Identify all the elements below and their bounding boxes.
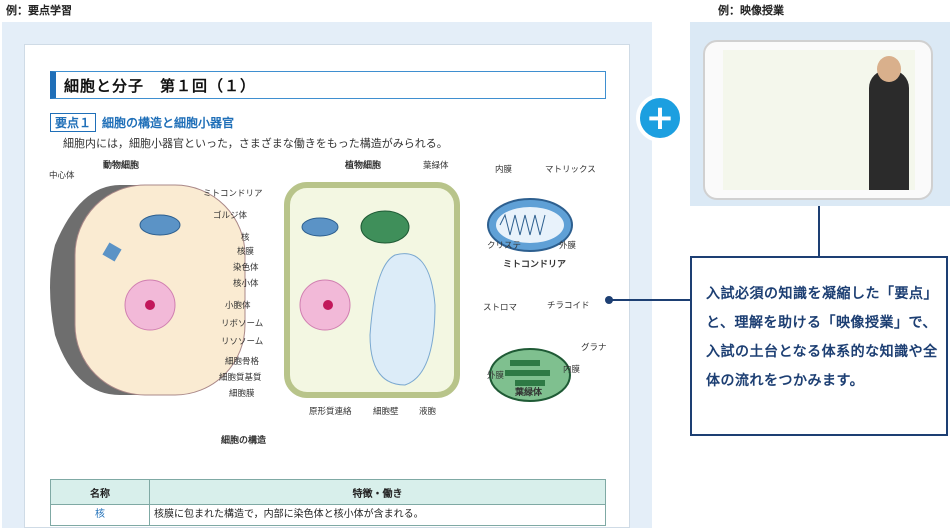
lead-text: 細胞内には，細胞小器官といった，さまざまな働きをもった構造がみられる。 [63,137,448,150]
chloro-inner-label: 内膜 [563,365,581,375]
teacher-head [877,56,901,82]
chloro-outer-label: 外膜 [487,371,505,381]
label-chloroplast: 葉緑体 [423,161,449,171]
table-header-name: 名称 [50,479,150,505]
label-cytoskeleton: 細胞骨格 [225,357,260,367]
table-row: 核 核膜に包まれた構造で，内部に染色体と核小体が含まれる。 [50,504,606,526]
table-cell-name: 核 [50,504,150,526]
label-centrosome: 中心体 [49,171,75,181]
chloro-title: 葉緑体 [515,388,543,398]
plant-cell-label: 植物細胞 [345,161,382,171]
video-lesson-screen [723,50,915,190]
callout-box: 入試必須の知識を凝縮した「要点」と、理解を助ける「映像授業」で、入試の土台となる… [690,256,948,436]
chapter-title: 細胞と分子 第１回（１） [64,77,257,95]
feature-table: 名称 特徴・働き 核 核膜に包まれた構造で，内部に染色体と核小体が含まれる。 [50,479,606,526]
tablet-device [703,40,933,200]
chloro-stroma-label: ストロマ [483,303,518,313]
textbook-panel: 細胞と分子 第１回（１） 要点１ 細胞の構造と細胞小器官 細胞内には，細胞小器官と… [2,22,652,528]
plus-icon: + [636,94,684,142]
mito-outer-label: 外膜 [559,241,577,251]
label-nuclear-membrane: 核膜 [237,247,255,257]
label-nucleus: 核 [241,233,250,243]
section-heading: 要点１ 細胞の構造と細胞小器官 [50,113,234,132]
label-ribosome: リボソーム [221,319,264,329]
label-mitochondria: ミトコンドリア [203,189,263,199]
table-cell-desc: 核膜に包まれた構造で，内部に染色体と核小体が含まれる。 [149,504,606,526]
section-tag: 要点１ [50,113,97,132]
label-vacuole: 液胞 [419,407,437,417]
chloro-grana-label: グラナ [581,343,607,353]
label-lysosome: リソソーム [221,337,264,347]
cell-structure-diagram [50,182,573,402]
mito-matrix-label: マトリックス [545,165,596,175]
caption-left: 例：要点学習 [6,4,72,17]
label-chromosome: 染色体 [233,263,259,273]
label-plasmodesmata: 原形質連絡 [309,407,352,417]
mito-title: ミトコンドリア [503,260,567,270]
callout-text: 入試必須の知識を凝縮した「要点」と、理解を助ける「映像授業」で、入試の土台となる… [706,286,938,389]
caption-right: 例：映像授業 [718,4,784,17]
connector-dot [605,296,613,304]
textbook-page: 細胞と分子 第１回（１） 要点１ 細胞の構造と細胞小器官 細胞内には，細胞小器官と… [24,44,630,528]
label-er: 小胞体 [225,301,251,311]
label-cytoplasm: 細胞質基質 [219,373,262,383]
mito-cristae-label: クリステ [487,241,522,251]
label-cell-membrane: 細胞膜 [229,389,255,399]
chloro-thylakoid-label: チラコイド [547,301,590,311]
teacher-figure [869,70,909,190]
chapter-title-bar: 細胞と分子 第１回（１） [50,71,606,99]
label-cell-wall: 細胞壁 [373,407,399,417]
label-nucleolus: 核小体 [233,279,259,289]
label-golgi: ゴルジ体 [213,211,248,221]
connector-line [612,299,690,301]
diagram-caption: 細胞の構造 [221,436,267,446]
table-header-feature: 特徴・働き [149,479,606,505]
animal-cell-label: 動物細胞 [103,161,140,171]
section-title: 細胞の構造と細胞小器官 [102,116,235,130]
mito-inner-label: 内膜 [495,165,513,175]
